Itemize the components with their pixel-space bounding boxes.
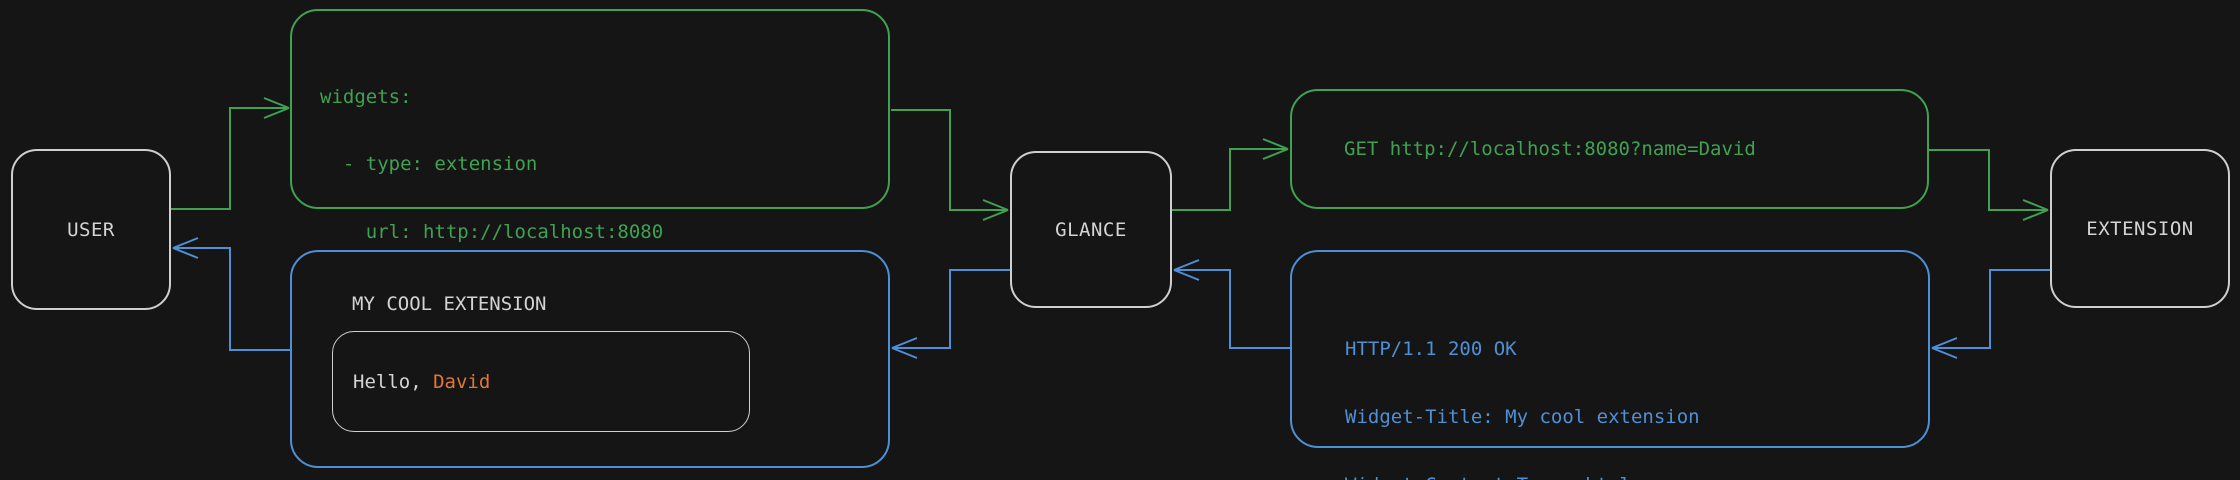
config-line: url: http://localhost:8080 [320, 220, 664, 243]
user-node: USER [11, 149, 171, 310]
config-line: widgets: [320, 86, 412, 108]
response-line: HTTP/1.1 200 OK [1345, 338, 1517, 360]
arrow-config-to-glance [891, 109, 1009, 221]
arrow-response-to-glance [1173, 259, 1290, 349]
arrow-glance-to-widget [891, 269, 1010, 359]
rendered-widget-box: MY COOL EXTENSION Hello, David [290, 250, 890, 468]
http-request-box: GET http://localhost:8080?name=David [1290, 89, 1929, 209]
greeting-prefix: Hello, [353, 370, 434, 393]
extension-node: EXTENSION [2050, 149, 2230, 308]
config-line: - type: extension [320, 153, 538, 176]
greeting-name: David [433, 370, 491, 393]
glance-node: GLANCE [1010, 151, 1172, 308]
arrow-extension-to-response [1931, 269, 2050, 359]
arrow-glance-to-request [1172, 138, 1289, 211]
yaml-config-box: widgets: - type: extension url: http://l… [290, 9, 890, 445]
extension-node-label: EXTENSION [2086, 217, 2194, 240]
widget-title: MY COOL EXTENSION [352, 293, 547, 315]
arrow-user-to-config [171, 97, 290, 210]
http-response-box: HTTP/1.1 200 OK Widget-Title: My cool ex… [1290, 250, 1930, 480]
response-line: Widget-Content-Type: html [1345, 473, 1928, 480]
http-request-text: GET http://localhost:8080?name=David [1344, 138, 1756, 160]
arrow-widget-to-user [172, 237, 290, 351]
arrow-request-to-extension [1929, 149, 2049, 221]
glance-node-label: GLANCE [1055, 218, 1127, 241]
widget-greeting-card: Hello, David [332, 331, 750, 432]
user-node-label: USER [67, 218, 115, 241]
response-line: Widget-Title: My cool extension [1345, 406, 1700, 428]
